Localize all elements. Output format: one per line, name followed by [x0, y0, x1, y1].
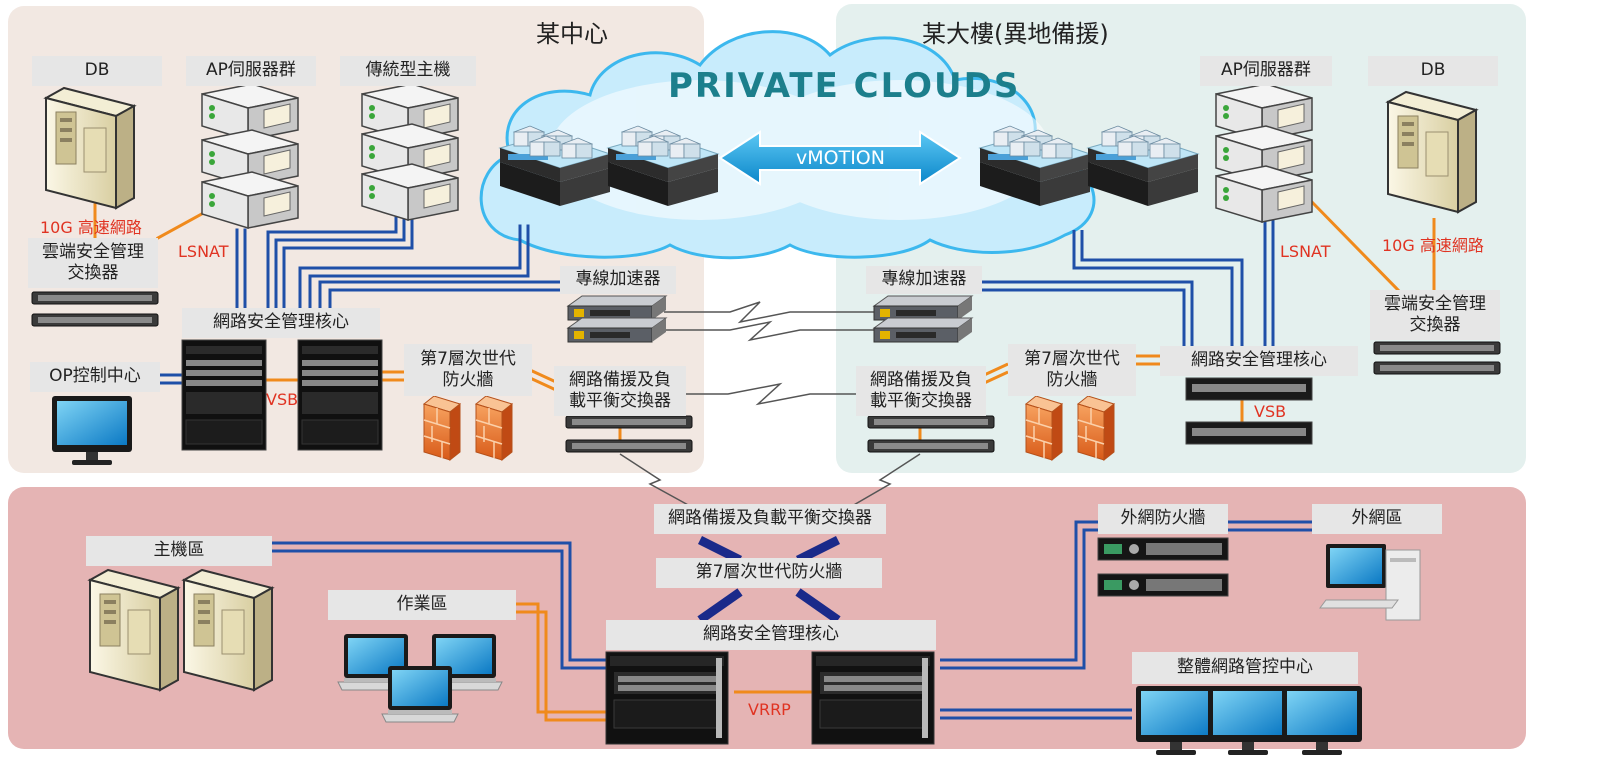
building-vsb-label: VSB: [1254, 402, 1287, 421]
switch-icon: [31, 313, 159, 327]
building-region-title: 某大樓(異地備援): [922, 20, 1109, 48]
laptop-icon: [381, 665, 459, 723]
bottom-core-label: 網路安全管理核心: [606, 620, 936, 650]
building-db-label: DB: [1368, 56, 1498, 86]
center-ap-label: AP伺服器群: [186, 56, 316, 86]
db-server-icon: [1387, 91, 1477, 213]
cloud-title: PRIVATE CLOUDS: [668, 66, 1021, 106]
firewall-icon: [423, 395, 461, 461]
accelerator-icon: [567, 295, 667, 321]
building-lb-label: 網路備援及負 載平衡交換器: [856, 366, 986, 416]
core-chassis-icon: [605, 651, 729, 745]
firewall-icon: [1025, 395, 1063, 461]
host-server-icon: [89, 569, 179, 691]
center-fw7-label: 第7層次世代 防火牆: [404, 344, 532, 396]
vmotion-arrow-icon: [718, 130, 962, 186]
core-chassis-icon: [181, 339, 267, 451]
center-accel-label: 專線加速器: [560, 266, 676, 294]
bottom-ext-label: 外網區: [1312, 504, 1442, 534]
center-vsb-label: VSB: [266, 390, 299, 409]
building-accel-label: 專線加速器: [866, 266, 982, 294]
building-ap-label: AP伺服器群: [1200, 56, 1332, 86]
center-cloud-switch-label: 雲端安全管理 交換器: [28, 238, 158, 288]
switch-icon: [1373, 341, 1501, 355]
switch-icon: [1373, 361, 1501, 375]
bottom-vrrp-label: VRRP: [748, 700, 791, 719]
center-lsnat-label: LSNAT: [178, 242, 229, 261]
center-lb-label: 網路備援及負 載平衡交換器: [554, 366, 686, 416]
firewall-icon: [1077, 395, 1115, 461]
core-switch-port: [1192, 384, 1306, 392]
switch-icon: [31, 291, 159, 305]
building-cloud-switch-label: 雲端安全管理 交換器: [1370, 290, 1500, 340]
db-server-icon: [45, 87, 135, 209]
building-fw7-label: 第7層次世代 防火牆: [1008, 344, 1136, 396]
center-links: [93, 202, 622, 442]
center-legacy-label: 傳統型主機: [340, 56, 476, 86]
switch-icon: [867, 439, 995, 453]
building-links: [918, 198, 1436, 440]
switch-icon: [565, 439, 693, 453]
host-server-icon: [183, 569, 273, 691]
bottom-host-label: 主機區: [86, 536, 272, 566]
building-10g-label: 10G 高速網路: [1382, 236, 1484, 255]
bottom-work-label: 作業區: [328, 590, 516, 620]
external-firewall-icon: [1097, 573, 1229, 597]
switch-icon: [867, 415, 995, 429]
firewall-icon: [475, 395, 513, 461]
accelerator-icon: [873, 317, 973, 343]
center-db-label: DB: [32, 56, 162, 86]
center-core-label: 網路安全管理核心: [182, 308, 380, 338]
center-op-label: OP控制中心: [30, 362, 160, 392]
vmotion-label: vMOTION: [796, 147, 885, 169]
building-lsnat-label: LSNAT: [1280, 242, 1331, 261]
accelerator-icon: [567, 317, 667, 343]
core-switch-port: [1192, 428, 1306, 436]
lightning-link-icon: [619, 301, 921, 507]
bottom-lb-label: 網路備援及負載平衡交換器: [654, 504, 886, 534]
center-10g-label: 10G 高速網路: [40, 218, 142, 237]
bottom-noc-label: 整體網路管控中心: [1132, 652, 1358, 684]
bottom-ext-fw-label: 外網防火牆: [1098, 504, 1228, 534]
center-region-title: 某中心: [536, 20, 608, 48]
core-chassis-icon: [297, 339, 383, 451]
switch-icon: [565, 415, 693, 429]
building-core-label: 網路安全管理核心: [1160, 346, 1358, 376]
bottom-fw7-label: 第7層次世代防火牆: [656, 558, 882, 588]
external-firewall-icon: [1097, 537, 1229, 561]
core-chassis-icon: [811, 651, 935, 745]
accelerator-icon: [873, 295, 973, 321]
bottom-links: [272, 520, 1312, 722]
